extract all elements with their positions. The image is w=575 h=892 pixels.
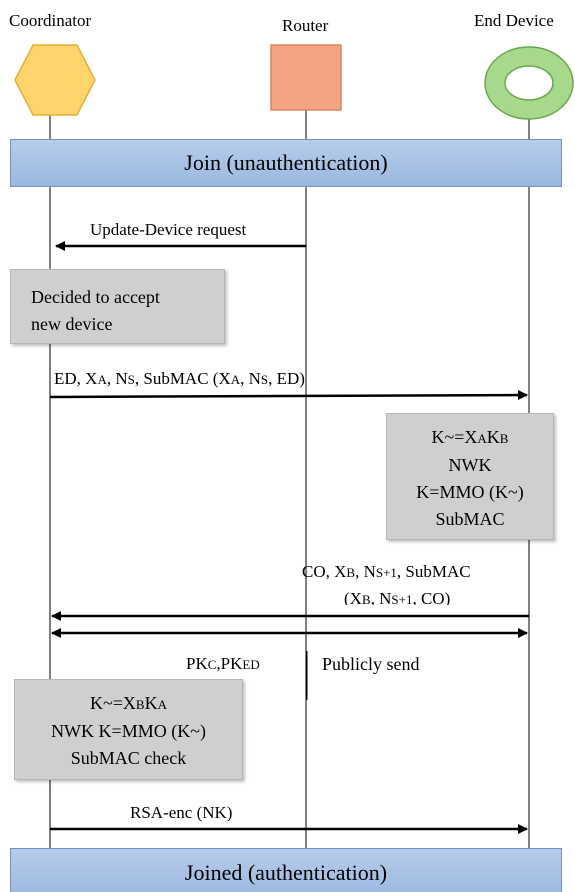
decided-line1: Decided to accept (31, 287, 160, 307)
router-node (270, 44, 342, 111)
coordinator-node (14, 44, 96, 116)
co-compute-line1: K~=XBKA (90, 693, 167, 713)
co-message-line2: (XB, NS+1, CO) (344, 589, 451, 605)
ed-message-arrow (49, 390, 528, 401)
update-request-label: Update-Device request (90, 220, 247, 239)
decided-box: Decided to accept new device (10, 269, 225, 344)
decided-line2: new device (31, 314, 113, 334)
ed-message-label: ED, XA, NS, SubMAC (XA, NS, ED) (54, 369, 305, 388)
router-label: Router (282, 16, 329, 35)
publicly-send-label: Publicly send (322, 654, 420, 674)
joined-banner-text: Joined (authentication) (184, 860, 388, 885)
ed-compute-line2: NWK (448, 455, 492, 475)
pk-label: PKC,PKED (186, 654, 260, 673)
co-compute-box: K~=XBKA NWK K=MMO (K~) SubMAC check (14, 679, 243, 780)
join-banner-text: Join (unauthentication) (184, 150, 388, 175)
coordinator-label: Coordinator (9, 11, 92, 30)
ed-compute-line4: SubMAC (435, 509, 505, 529)
joined-banner: Joined (authentication) (10, 848, 562, 892)
ed-compute-box: K~=XAKB NWK K=MMO (K~) SubMAC (386, 413, 554, 540)
rsa-label: RSA-enc (NK) (130, 803, 233, 822)
ed-compute-line1: K~=XAKB (431, 427, 509, 447)
co-compute-line3: SubMAC check (70, 748, 187, 768)
end-device-label: End Device (474, 11, 554, 30)
join-banner: Join (unauthentication) (10, 139, 562, 187)
co-message-line1: CO, XB, NS+1, SubMAC (302, 562, 471, 581)
co-compute-line2: NWK K=MMO (K~) (51, 721, 206, 741)
ed-compute-line3: K=MMO (K~) (416, 482, 524, 502)
end-device-node-hole (504, 65, 554, 101)
